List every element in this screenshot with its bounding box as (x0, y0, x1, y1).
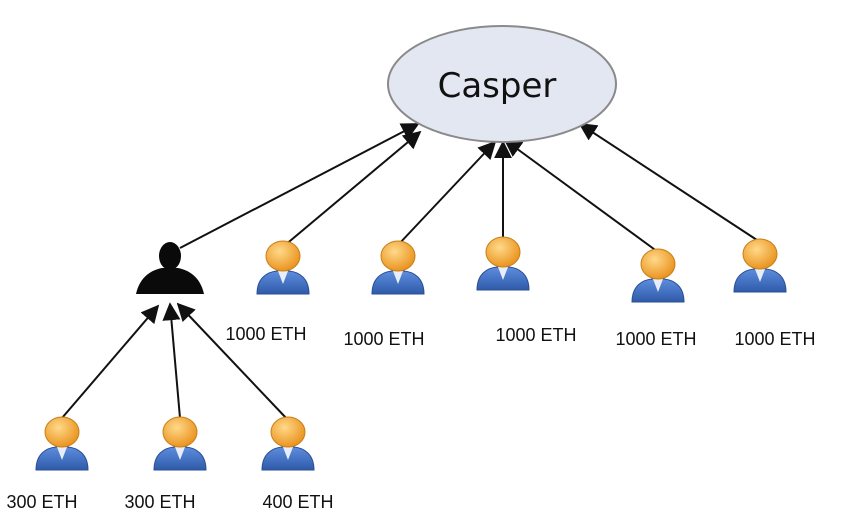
casper-label: Casper (438, 66, 557, 106)
validator-2-icon (371, 240, 425, 295)
person-collar (283, 447, 293, 460)
arrow-delegator-2-to-pool (162, 302, 181, 419)
arrows-to-pool (61, 302, 289, 421)
person-head (162, 416, 198, 448)
person-head (485, 236, 521, 268)
person-collar (653, 279, 663, 292)
pool-node (136, 242, 204, 294)
delegator-1-icon (35, 416, 89, 471)
delegator-1-label: 300 ETH (6, 492, 77, 512)
arrow-delegator-1-to-pool (61, 304, 160, 419)
pool-silhouette-icon (136, 242, 204, 294)
validator-2-label: 1000 ETH (343, 329, 424, 349)
person-collar (755, 269, 765, 282)
arrow-pool-to-casper (179, 123, 420, 249)
delegator-3-label: 400 ETH (262, 492, 333, 512)
delegator-3-icon (261, 416, 315, 471)
arrow-delegator-3-to-pool (176, 302, 289, 421)
delegators: 300 ETH 300 ETH 400 ETH (6, 416, 334, 512)
delegator-2-icon (153, 416, 207, 471)
arrow-validator-5-to-casper (578, 123, 761, 243)
delegator-2-label: 300 ETH (124, 492, 195, 512)
person-head (640, 248, 676, 280)
person-head (265, 240, 301, 272)
person-head (44, 416, 80, 448)
person-collar (393, 271, 403, 284)
validator-5-icon (733, 238, 787, 293)
arrow-validator-2-to-casper (397, 140, 497, 246)
validator-1-icon (256, 240, 310, 295)
validator-4-icon (631, 248, 685, 303)
person-collar (278, 271, 288, 284)
validator-4-label: 1000 ETH (615, 329, 696, 349)
validator-5-label: 1000 ETH (734, 329, 815, 349)
casper-ellipse (387, 25, 617, 143)
arrows-to-casper (179, 123, 761, 253)
person-head (742, 238, 778, 270)
validators: 1000 ETH 1000 ETH 1000 ETH 1000 ETH 1000 ETH (225, 236, 816, 349)
arrow-validator-1-to-casper (283, 130, 422, 247)
person-collar (57, 447, 67, 460)
person-collar (175, 447, 185, 460)
person-collar (498, 267, 508, 280)
person-head (270, 416, 306, 448)
person-head (380, 240, 416, 272)
validator-3-icon (476, 236, 530, 291)
arrow-validator-4-to-casper (503, 138, 659, 253)
casper-node: Casper (387, 25, 617, 143)
validator-3-label: 1000 ETH (495, 325, 576, 345)
validator-1-label: 1000 ETH (225, 324, 306, 344)
